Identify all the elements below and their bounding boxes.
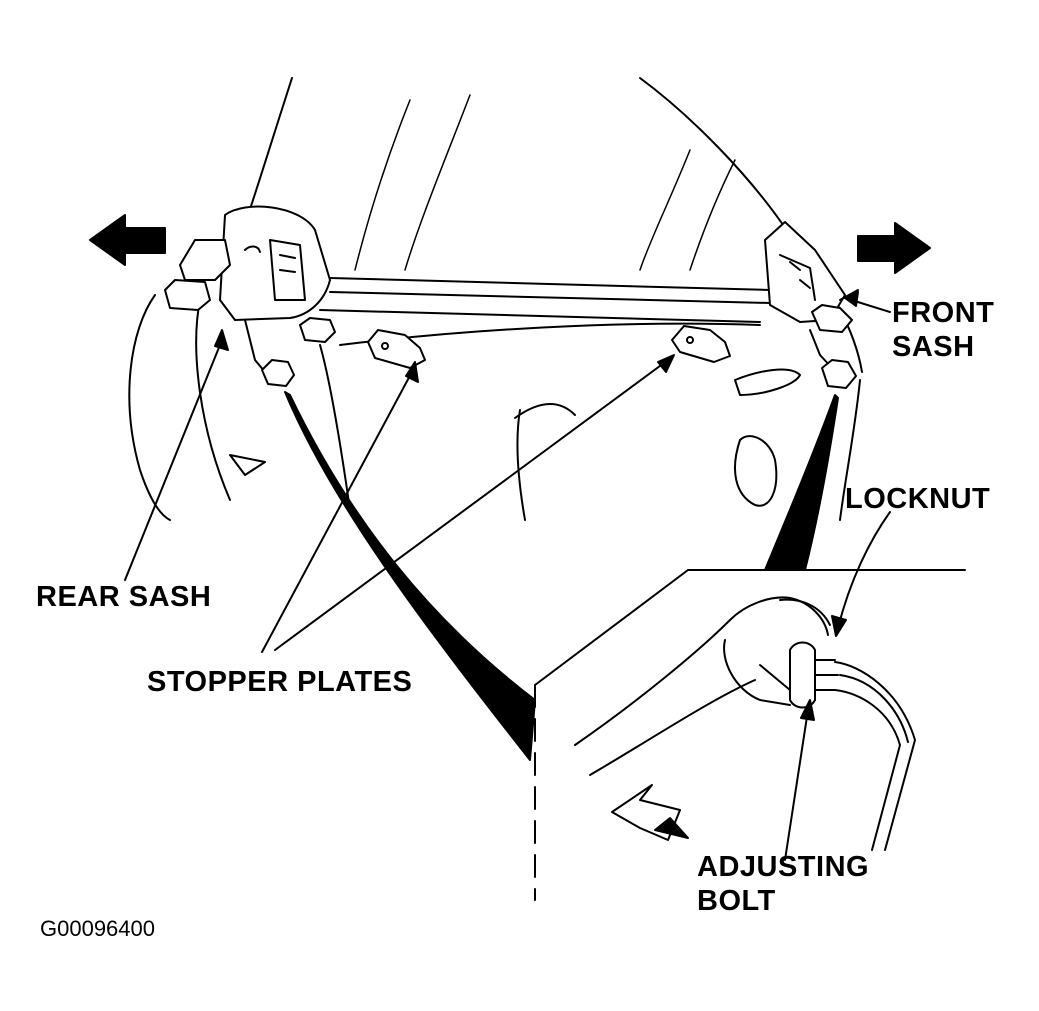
- figure-code: G00096400: [40, 916, 155, 941]
- front-sash-bracket: [765, 222, 858, 368]
- rear-sash-nut-lower: [262, 360, 294, 386]
- stopper-plate-left: [368, 330, 425, 368]
- leader-lines: [125, 292, 890, 860]
- front-sash-label: FRONT SASH: [892, 296, 994, 364]
- stopper-plate-right: [672, 326, 730, 362]
- zoom-wedge-left: [285, 392, 535, 760]
- loosen-rotation-arrow-icon: [612, 785, 688, 840]
- front-sash-nut-upper: [812, 305, 852, 332]
- stopper-plates-label: STOPPER PLATES: [147, 666, 413, 698]
- stopper-plate-left-leader: [262, 370, 413, 652]
- adjusting-bolt-label-line1: ADJUSTING: [697, 851, 870, 883]
- front-sash-nut-lower: [822, 360, 856, 388]
- adjusting-bolt-detail: [835, 662, 915, 850]
- front-sash-label-line1: FRONT: [892, 297, 995, 329]
- adjusting-bolt-label: ADJUSTING BOLT: [697, 850, 869, 918]
- locknut-label: LOCKNUT: [845, 483, 991, 515]
- rear-sash-nut-upper: [300, 318, 335, 342]
- rear-sash-leader: [125, 340, 222, 580]
- wrench-detail: [575, 597, 830, 775]
- stopper-plate-right-leader: [275, 360, 668, 650]
- adjusting-bolt-label-line2: BOLT: [697, 885, 776, 917]
- detail-inset-frame: [535, 570, 965, 900]
- rear-direction-arrow-icon: [90, 215, 165, 265]
- front-sash-label-line2: SASH: [892, 331, 975, 363]
- locknut-leader: [838, 512, 890, 628]
- front-direction-arrow-icon: [858, 223, 930, 273]
- rear-sash-bracket: [165, 207, 330, 372]
- door-outline: [129, 78, 862, 520]
- locknut-detail: [790, 643, 838, 708]
- adjusting-bolt-leader: [785, 710, 808, 860]
- rear-sash-label: REAR SASH: [36, 581, 212, 613]
- glass-reflection-lines: [355, 95, 735, 270]
